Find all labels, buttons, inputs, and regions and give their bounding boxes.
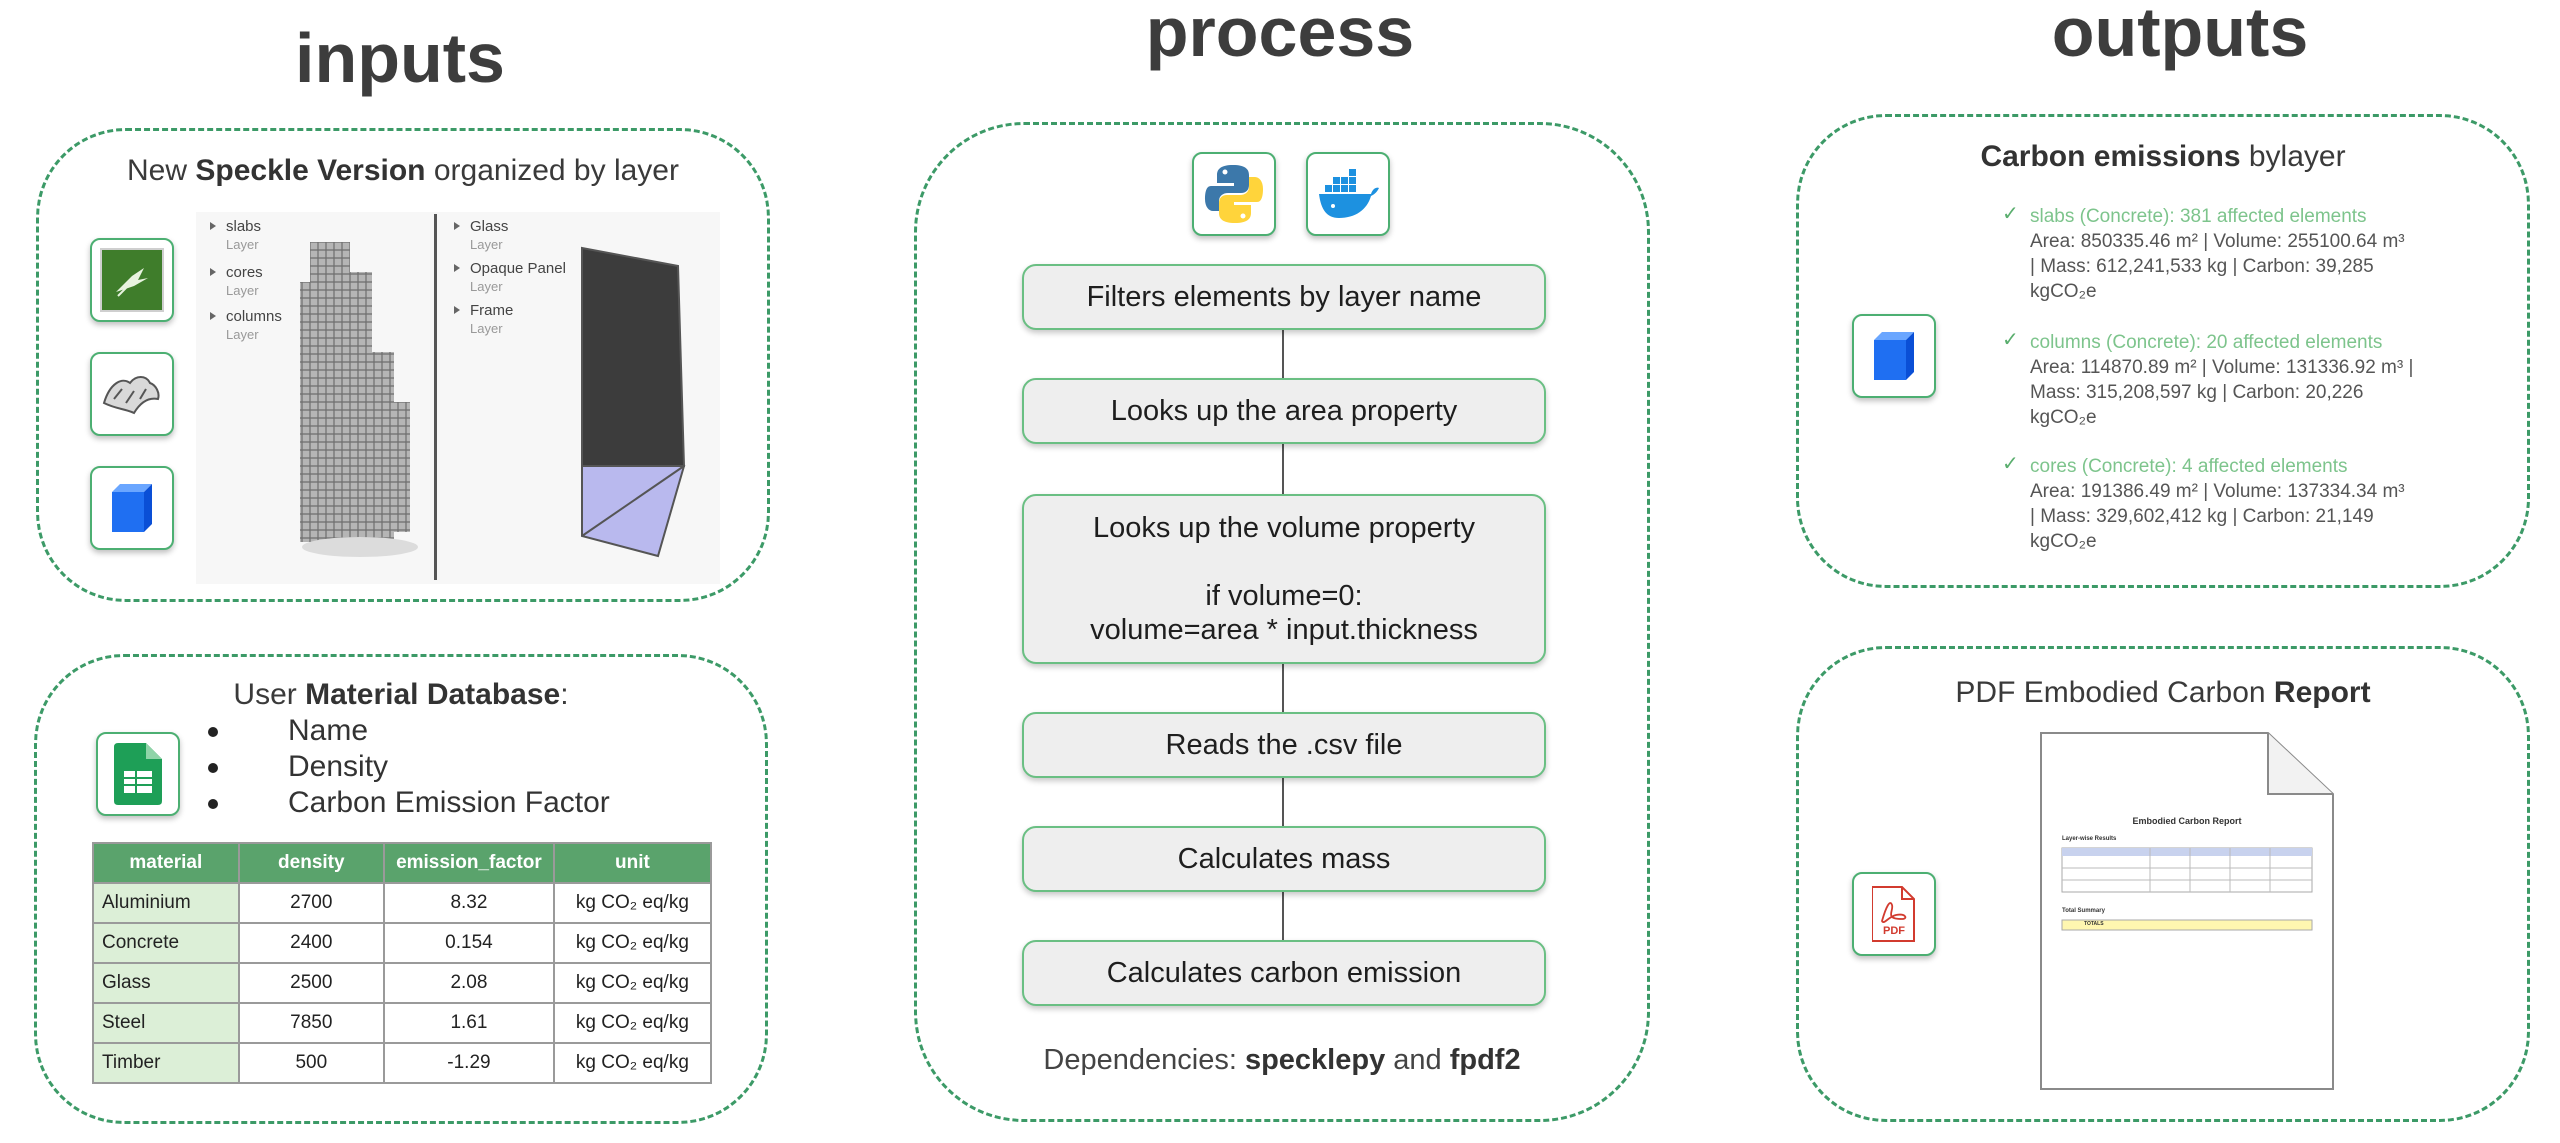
table-row: Steel 7850 1.61 kg CO₂ eq/kg: [92, 1002, 713, 1044]
result-cores: ✓cores (Concrete): 4 affected elements A…: [2002, 453, 2405, 552]
result-slabs: ✓slabs (Concrete): 381 affected elements…: [2002, 203, 2405, 302]
pdf-report-heading: PDF Embodied Carbon Report: [1955, 676, 2371, 709]
check-icon: ✓: [2002, 203, 2019, 225]
table-cell: kg CO₂ eq/kg: [552, 1042, 713, 1084]
database-fields-list: Name Density Carbon Emission Factor: [206, 713, 610, 821]
database-field-item: Carbon Emission Factor: [206, 785, 610, 821]
table-cell: 7850: [237, 1002, 386, 1044]
material-table-header: material density emission_factor unit: [92, 842, 713, 884]
table-cell: 2500: [237, 962, 386, 1004]
process-step-filter-layers: Filters elements by layer name: [1022, 264, 1546, 330]
material-database-panel: [34, 654, 768, 1124]
speckle-cube-icon: [1874, 332, 1914, 380]
database-field-item: Name: [206, 713, 610, 749]
docker-icon: [1319, 169, 1379, 218]
table-cell: 2400: [237, 922, 386, 964]
table-row: Aluminium 2700 8.32 kg CO₂ eq/kg: [92, 882, 713, 924]
report-page-preview: Embodied Carbon Report Layer-wise Result…: [2040, 732, 2334, 1090]
speckle-output-card: [1852, 314, 1936, 398]
docker-app-card: [1306, 152, 1390, 236]
table-cell: Concrete: [92, 922, 240, 964]
table-cell: Timber: [92, 1042, 240, 1084]
table-cell: 8.32: [383, 882, 555, 924]
tower-model-render: [300, 242, 418, 557]
result-columns: ✓columns (Concrete): 20 affected element…: [2002, 329, 2414, 428]
flow-connector: [1282, 778, 1284, 828]
table-cell: kg CO₂ eq/kg: [552, 1002, 713, 1044]
viewer-divider: [434, 214, 437, 580]
pdf-output-card: PDF: [1852, 872, 1936, 956]
database-field-item: Density: [206, 749, 610, 785]
pdf-report-panel: [1796, 646, 2530, 1122]
table-row: Glass 2500 2.08 kg CO₂ eq/kg: [92, 962, 713, 1004]
process-step-calculate-mass: Calculates mass: [1022, 826, 1546, 892]
report-section-label: Layer-wise Results: [2062, 836, 2117, 842]
table-row: Concrete 2400 0.154 kg CO₂ eq/kg: [92, 922, 713, 964]
google-sheets-app-card: [96, 732, 180, 816]
table-cell: kg CO₂ eq/kg: [552, 922, 713, 964]
table-cell: Glass: [92, 962, 240, 1004]
carbon-emissions-panel: [1796, 114, 2530, 588]
table-cell: Steel: [92, 1002, 240, 1044]
speckle-cube-icon: [112, 484, 152, 532]
table-row: Timber 500 -1.29 kg CO₂ eq/kg: [92, 1042, 713, 1084]
python-icon: [1205, 165, 1263, 223]
table-cell: kg CO₂ eq/kg: [552, 962, 713, 1004]
table-cell: Aluminium: [92, 882, 240, 924]
report-summary-label: Total Summary: [2062, 908, 2105, 914]
column-header: unit: [552, 842, 713, 884]
inputs-title: inputs: [295, 19, 505, 97]
dependencies-caption: Dependencies: specklepy and fpdf2: [1043, 1044, 1521, 1076]
table-cell: 2.08: [383, 962, 555, 1004]
table-cell: 500: [237, 1042, 386, 1084]
pdf-file-icon: PDF: [1872, 885, 1916, 943]
column-header: material: [92, 842, 240, 884]
process-step-read-csv: Reads the .csv file: [1022, 712, 1546, 778]
carbon-emissions-heading: Carbon emissions bylayer: [1980, 140, 2346, 173]
process-step-volume-property: Looks up the volume property if volume=0…: [1022, 494, 1546, 664]
outputs-title: outputs: [2051, 0, 2309, 71]
material-table: material density emission_factor unit Al…: [92, 842, 713, 1084]
rhino-icon: [102, 376, 160, 415]
report-title: Embodied Carbon Report: [2132, 816, 2242, 826]
process-title: process: [1145, 0, 1415, 71]
check-icon: ✓: [2002, 329, 2019, 351]
material-database-heading: User Material Database:: [233, 678, 569, 711]
google-sheets-icon: [114, 743, 162, 805]
grasshopper-icon: [100, 248, 164, 312]
speckle-version-panel: [36, 128, 770, 602]
facade-panel-render: [581, 246, 686, 558]
report-totals-label: TOTALS: [2084, 921, 2104, 927]
speckle-version-heading: New Speckle Version organized by layer: [127, 154, 679, 187]
rhino-app-card: [90, 352, 174, 436]
process-step-calculate-carbon: Calculates carbon emission: [1022, 940, 1546, 1006]
table-cell: 0.154: [383, 922, 555, 964]
table-cell: kg CO₂ eq/kg: [552, 882, 713, 924]
speckle-app-card: [90, 466, 174, 550]
flow-connector: [1282, 330, 1284, 380]
process-step-area-property: Looks up the area property: [1022, 378, 1546, 444]
grasshopper-app-card: [90, 238, 174, 322]
column-header: density: [237, 842, 386, 884]
flow-connector: [1282, 664, 1284, 714]
flow-connector: [1282, 892, 1284, 942]
process-panel: [914, 122, 1650, 1122]
table-cell: -1.29: [383, 1042, 555, 1084]
python-app-card: [1192, 152, 1276, 236]
column-header: emission_factor: [383, 842, 555, 884]
table-cell: 2700: [237, 882, 386, 924]
table-cell: 1.61: [383, 1002, 555, 1044]
flow-connector: [1282, 444, 1284, 494]
check-icon: ✓: [2002, 453, 2019, 475]
